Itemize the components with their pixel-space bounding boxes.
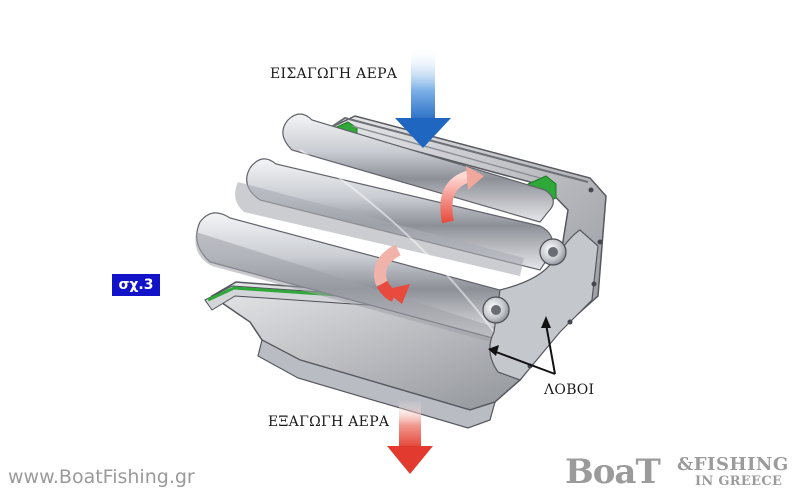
air-intake-label: ΕΙΣΑΓΩΓΗ ΑΕΡΑ (270, 66, 398, 82)
brand-logo: BoaT &FISHING IN GREECE (565, 452, 797, 494)
logo-region-text: IN GREECE (695, 474, 783, 489)
lobe-pointer-lines (488, 316, 556, 375)
rotor-lobes (195, 113, 554, 344)
intake-arrow (395, 48, 451, 148)
air-exhaust-label: ΕΞΑΓΩΓΗ ΑΕΡΑ (268, 414, 390, 430)
bolt-holes (527, 187, 603, 369)
exhaust-arrow (387, 400, 433, 474)
front-end-plate (489, 229, 599, 381)
rotation-arrow-lower (374, 244, 410, 304)
rotation-arrow-upper (440, 166, 484, 224)
logo-brand-text: BoaT (565, 452, 661, 492)
logo-fishing-text: &FISHING (677, 454, 789, 475)
site-watermark: www.BoatFishing.gr (8, 466, 195, 488)
shaft-caps (482, 238, 567, 324)
lobes-label: ΛΟΒΟΙ (544, 382, 595, 398)
figure-badge: σχ.3 (112, 274, 160, 296)
